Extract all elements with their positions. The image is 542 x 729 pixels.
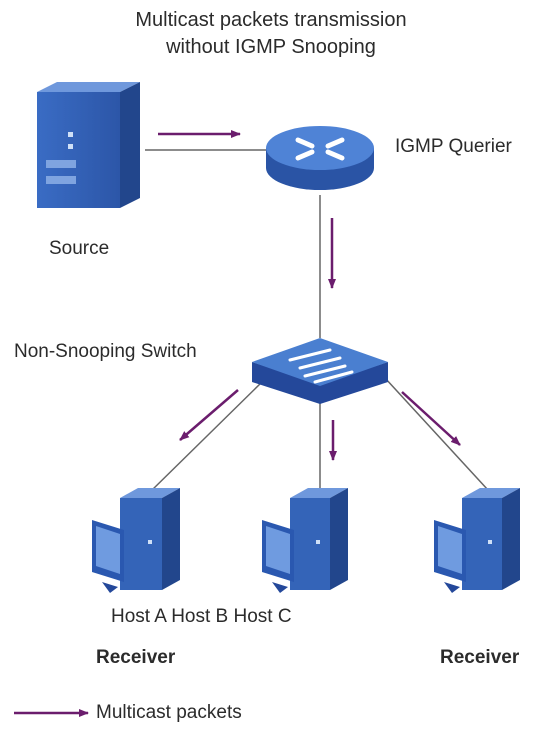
host-a-computer-icon <box>92 488 180 593</box>
hosts-label: Host A Host B Host C <box>111 606 292 627</box>
igmp-querier-label: IGMP Querier <box>395 136 512 157</box>
diagram-title-line1: Multicast packets transmission <box>135 9 407 31</box>
link-switch-host-a <box>149 381 263 493</box>
connection-lines <box>145 149 489 493</box>
host-b-computer-icon <box>262 488 348 593</box>
host-c-computer-icon <box>434 488 520 593</box>
receiver-label-left: Receiver <box>96 647 176 668</box>
receiver-label-right: Receiver <box>440 647 520 668</box>
source-label: Source <box>49 238 110 259</box>
server-icon <box>37 82 140 208</box>
link-switch-host-c <box>384 377 489 491</box>
arrow-switch-to-host-a <box>179 389 239 441</box>
multicast-arrows <box>158 130 461 461</box>
router-icon <box>266 126 374 190</box>
switch-label: Non-Snooping Switch <box>14 341 197 362</box>
arrow-switch-to-host-c <box>401 391 461 446</box>
legend-label: Multicast packets <box>96 702 242 723</box>
diagram-title-line2: without IGMP Snooping <box>166 36 376 58</box>
switch-icon <box>252 338 388 404</box>
